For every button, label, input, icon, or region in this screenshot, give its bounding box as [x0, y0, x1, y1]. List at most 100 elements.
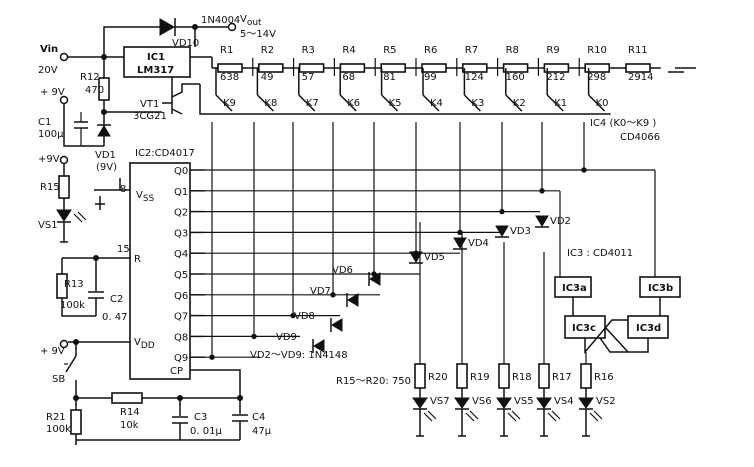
resistor-r3: R3 57: [293, 45, 335, 83]
output-pin-q4: Q4: [174, 249, 188, 260]
resistor-value: 57: [302, 72, 315, 83]
c3-value: 0. 01μ: [190, 426, 222, 437]
switch-k3[interactable]: K3: [463, 68, 484, 112]
svg-text:VD5: VD5: [424, 252, 445, 263]
c3-label: C3: [194, 412, 207, 423]
svg-text:R16: R16: [594, 372, 614, 383]
output-pin-q8: Q8: [174, 332, 188, 343]
resistor-value: 638: [220, 72, 239, 83]
diode-vd8: VD8: [294, 311, 343, 332]
svg-text:VD9: VD9: [276, 332, 297, 343]
resistor-value: 124: [465, 72, 484, 83]
vout-range: 5～14V: [240, 29, 276, 40]
input-terminal-vin: Vin 20V: [38, 44, 69, 76]
zener-vd1: VD1 (9V): [95, 124, 117, 173]
output-pin-q7: Q7: [174, 312, 188, 323]
diode-note: VD2～VD9: 1N4148: [250, 350, 348, 361]
svg-text:R18: R18: [512, 372, 532, 383]
diode-vd3: VD3: [495, 225, 531, 238]
c2-value: 0. 47: [102, 312, 127, 323]
r14-label: R14: [120, 407, 140, 418]
input-terminal-9v-c: + 9V: [40, 339, 69, 357]
svg-text:VD8: VD8: [294, 311, 315, 322]
led-vs1: VS1: [38, 209, 87, 231]
vs1-label: VS1: [38, 220, 58, 231]
r12-value: 470: [85, 85, 104, 96]
svg-text:VS6: VS6: [472, 396, 492, 407]
transistor-vt1: VT1 3CG21: [133, 83, 186, 122]
vout-label: Vout: [240, 14, 262, 28]
switch-k2[interactable]: K2: [505, 68, 526, 112]
ic1-part: LM317: [137, 65, 174, 76]
switch-label: K3: [471, 98, 484, 109]
svg-text:R19: R19: [470, 372, 490, 383]
capacitor-c4: C4 47μ: [232, 398, 272, 440]
vd1-label: VD1: [95, 150, 116, 161]
vin-value: 20V: [38, 65, 58, 76]
switch-label: K8: [264, 98, 277, 109]
switch-k7[interactable]: K7: [298, 68, 319, 112]
resistor-value: 160: [506, 72, 525, 83]
switch-k1[interactable]: K1: [546, 68, 567, 112]
diode-vd7: VD7: [310, 286, 359, 307]
r14-value: 10k: [120, 420, 139, 431]
svg-text:VD6: VD6: [332, 265, 353, 276]
resistor-value: 298: [587, 72, 606, 83]
resistor-r2: R2 49: [252, 45, 294, 83]
switch-k4[interactable]: K4: [422, 68, 443, 112]
c4-value: 47μ: [252, 426, 272, 437]
switch-label: K6: [347, 98, 360, 109]
resistor-name: R3: [302, 45, 315, 56]
svg-text:VS7: VS7: [430, 396, 450, 407]
ic4-part: CD4066: [620, 132, 660, 143]
resistor-name: R11: [628, 45, 648, 56]
input-terminal-9v-a: + 9V: [40, 87, 69, 105]
resistor-value: 68: [342, 72, 355, 83]
resistor-note: R15～R20: 750: [336, 376, 411, 387]
ic2-label: IC2:CD4017: [135, 148, 195, 159]
resistor-name: R8: [506, 45, 519, 56]
vt1-part: 3CG21: [133, 111, 167, 122]
output-pin-q5: Q5: [174, 270, 188, 281]
vss-label: VSS: [136, 190, 155, 204]
c2-label: C2: [110, 294, 123, 305]
output-pin-q0: Q0: [174, 166, 188, 177]
switch-k8[interactable]: K8: [256, 68, 277, 112]
switch-k6[interactable]: K6: [339, 68, 360, 112]
ic3b-label: IC3b: [648, 283, 673, 294]
switch-k5[interactable]: K5: [380, 68, 402, 112]
switch-label: K5: [389, 98, 402, 109]
plus9v-b-label: +9V: [38, 154, 60, 165]
plus9v-c-label: + 9V: [40, 346, 65, 357]
vdd-label: VDD: [134, 337, 155, 351]
ic1-lm317: IC1 LM317: [123, 46, 191, 78]
capacitor-c2: C2 0. 47: [88, 291, 127, 323]
switch-k9[interactable]: K9: [215, 68, 236, 112]
output-pin-q3: Q3: [174, 228, 188, 239]
svg-text:VD2: VD2: [550, 216, 571, 227]
switch-k0[interactable]: K0: [587, 68, 609, 112]
svg-text:VD3: VD3: [510, 226, 531, 237]
diode-vd4: VD4: [453, 237, 489, 250]
resistor-name: R2: [261, 45, 274, 56]
r21-label: R21: [46, 412, 66, 423]
switch-sb[interactable]: SB: [52, 342, 77, 395]
resistor-value: 99: [424, 72, 437, 83]
cp-pin-label: CP: [170, 366, 183, 377]
vin-label: Vin: [40, 44, 58, 55]
resistor-value: 212: [546, 72, 565, 83]
switch-label: K4: [430, 98, 443, 109]
resistor-value: 49: [261, 72, 274, 83]
plus9v-a-label: + 9V: [40, 87, 65, 98]
resistor-value: 2914: [628, 72, 653, 83]
svg-text:VS2: VS2: [596, 396, 616, 407]
